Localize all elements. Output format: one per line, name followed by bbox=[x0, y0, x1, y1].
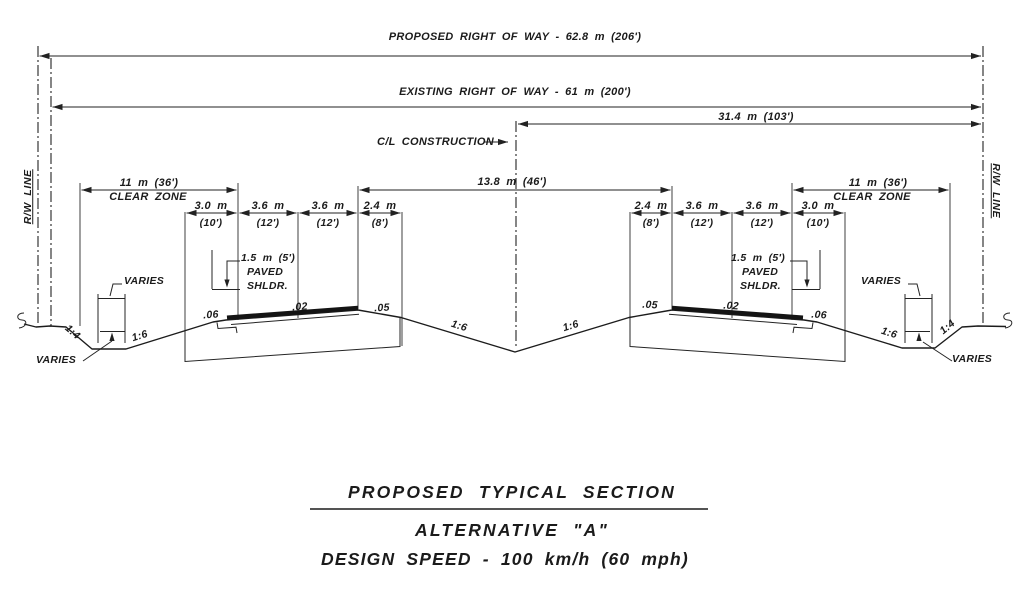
shoulder-dim-right: 1.5 m (5') bbox=[731, 252, 786, 264]
varies-top-right: VARIES bbox=[861, 275, 902, 287]
varies-leader-bottom-right bbox=[922, 341, 953, 362]
rw-line-label-left: R/W LINE bbox=[22, 169, 35, 225]
lane-right-4-ft: (10') bbox=[806, 217, 830, 229]
shoulder-paved-right: PAVED bbox=[742, 266, 779, 278]
proposed-row-label: PROPOSED RIGHT OF WAY - 62.8 m (206') bbox=[388, 31, 642, 43]
lane-left-3-ft: (12') bbox=[316, 217, 340, 229]
base-line-left bbox=[230, 313, 360, 325]
small-arrows bbox=[109, 279, 922, 341]
subgrade-right bbox=[629, 317, 846, 363]
cl-construction-label: C/L CONSTRUCTION bbox=[377, 136, 494, 148]
rw-line-label-right: R/W LINE bbox=[989, 163, 1002, 219]
pavement-right bbox=[671, 305, 804, 320]
shoulder-shldr-right: SHLDR. bbox=[740, 280, 781, 292]
lane-left-1-m: 3.0 m bbox=[194, 200, 228, 212]
shoulder-step-left bbox=[216, 322, 238, 334]
half-row-label: 31.4 m (103') bbox=[718, 111, 794, 123]
slope-inner-left: .05 bbox=[373, 301, 391, 315]
base-line-right bbox=[668, 313, 798, 325]
varies-struts-right bbox=[904, 294, 933, 343]
drawing-title: PROPOSED TYPICAL SECTION bbox=[347, 482, 677, 502]
lane-left-2-m: 3.6 m bbox=[251, 200, 285, 212]
clear-zone-name-left: CLEAR ZONE bbox=[109, 191, 187, 203]
slope-inner-right: .05 bbox=[641, 298, 659, 312]
varies-bottom-right: VARIES bbox=[952, 353, 993, 365]
shoulder-paved-left: PAVED bbox=[247, 266, 284, 278]
subgrade-left bbox=[184, 317, 401, 363]
drawing-subtitle: ALTERNATIVE "A" bbox=[415, 520, 609, 540]
shoulder-dim-left: 1.5 m (5') bbox=[241, 252, 296, 264]
median-width-label: 13.8 m (46') bbox=[477, 176, 547, 188]
slope-lane-right: .02 bbox=[722, 299, 740, 313]
varies-leader-top-left bbox=[109, 283, 122, 297]
varies-struts-left bbox=[97, 294, 126, 343]
shoulder-bracket-right bbox=[790, 250, 821, 290]
slope-outer-right: .06 bbox=[810, 308, 828, 322]
rw-and-centerlines bbox=[37, 46, 984, 347]
lane-right-2-m: 3.6 m bbox=[685, 200, 719, 212]
shoulder-bracket-left bbox=[211, 250, 240, 290]
design-speed: DESIGN SPEED - 100 km/h (60 mph) bbox=[321, 549, 689, 569]
lane-left-4-ft: (8') bbox=[371, 217, 389, 229]
varies-leader-top-right bbox=[908, 283, 921, 297]
clear-zone-name-right: CLEAR ZONE bbox=[833, 191, 911, 203]
varies-leader-bottom-left bbox=[82, 340, 113, 362]
shoulder-shldr-left: SHLDR. bbox=[247, 280, 288, 292]
lane-right-3-m: 3.6 m bbox=[745, 200, 779, 212]
terrain-profile bbox=[23, 309, 1007, 353]
lane-left-3-m: 3.6 m bbox=[311, 200, 345, 212]
clear-zone-width-right: 11 m (36') bbox=[848, 177, 908, 189]
lane-right-2-ft: (12') bbox=[690, 217, 714, 229]
extension-lines bbox=[79, 183, 951, 346]
break-symbol-left bbox=[17, 312, 27, 329]
slope-lane-left: .02 bbox=[291, 300, 309, 314]
dimension-lines bbox=[39, 52, 981, 217]
lane-left-1-ft: (10') bbox=[199, 217, 223, 229]
lane-left-4-m: 2.4 m bbox=[363, 200, 397, 212]
pavement-left bbox=[226, 305, 359, 320]
lane-right-3-ft: (12') bbox=[750, 217, 774, 229]
varies-top-left: VARIES bbox=[124, 275, 165, 287]
lane-right-4-m: 3.0 m bbox=[801, 200, 835, 212]
varies-bottom-left: VARIES bbox=[36, 354, 77, 366]
clear-zone-width-left: 11 m (36') bbox=[119, 177, 179, 189]
detail-lines bbox=[17, 250, 1013, 363]
break-symbol-right bbox=[1003, 312, 1013, 329]
lane-right-1-m: 2.4 m bbox=[634, 200, 668, 212]
pavement-surface bbox=[226, 305, 804, 320]
existing-row-label: EXISTING RIGHT OF WAY - 61 m (200') bbox=[399, 86, 631, 98]
lane-right-1-ft: (8') bbox=[642, 217, 660, 229]
shoulder-step-right bbox=[792, 322, 814, 334]
slope-outer-left: .06 bbox=[202, 308, 220, 322]
lane-left-2-ft: (12') bbox=[256, 217, 280, 229]
